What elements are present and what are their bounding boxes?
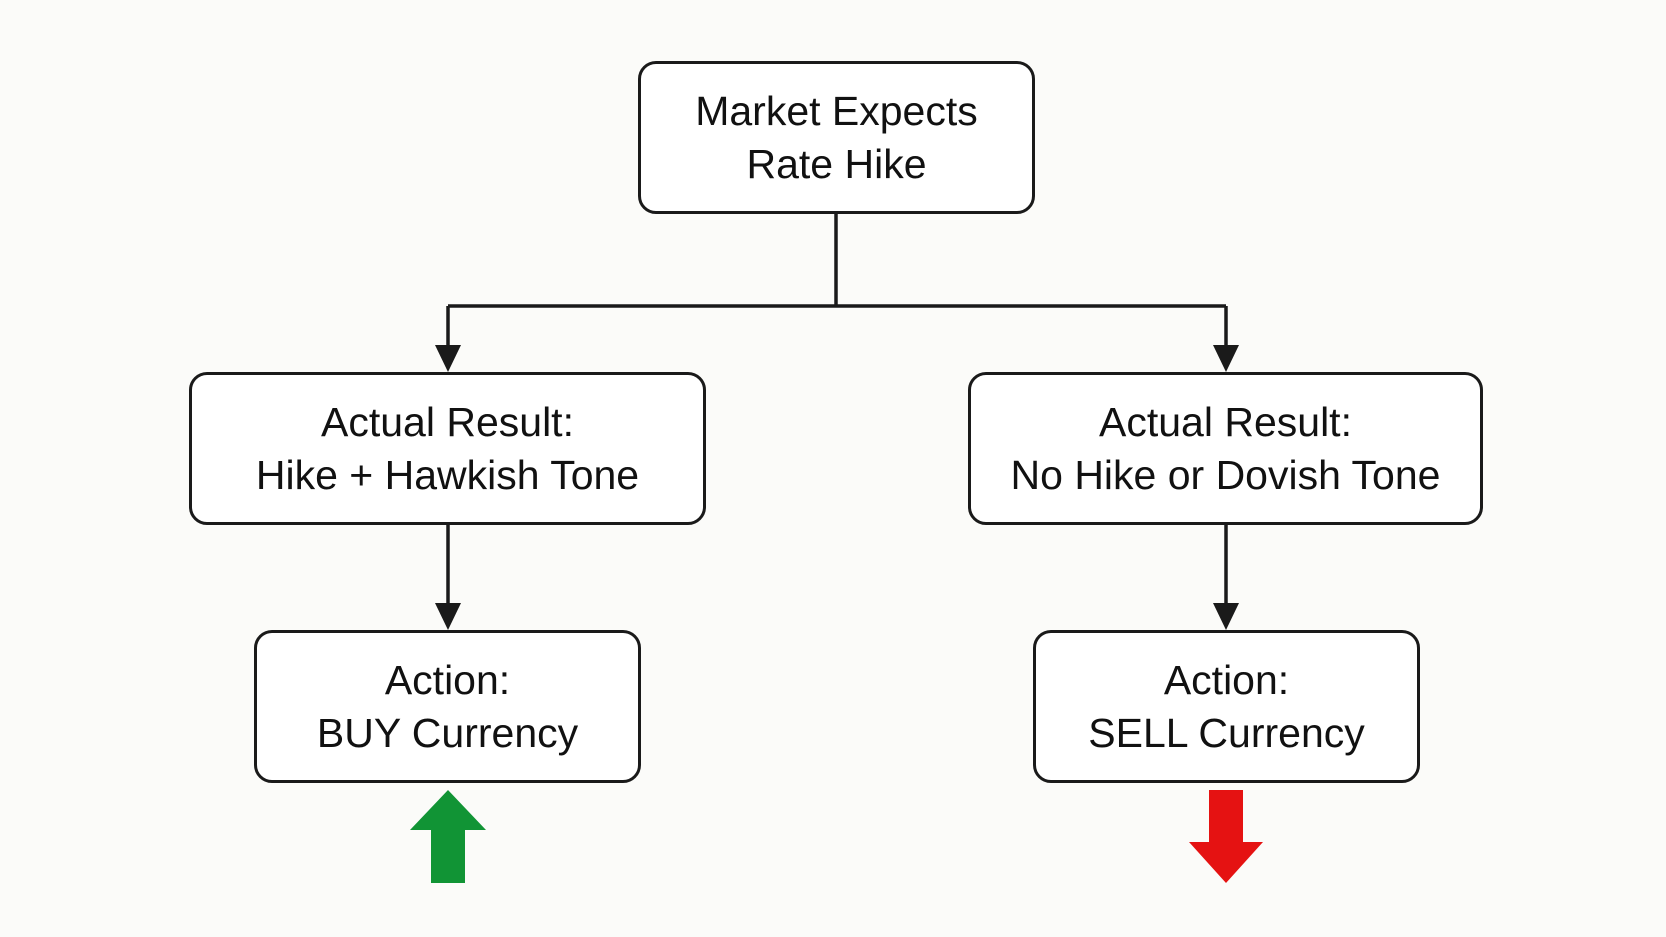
dovish-result-line2: No Hike or Dovish Tone — [1010, 451, 1441, 498]
arrowhead-buy-action — [435, 603, 461, 630]
down-arrow-icon — [1189, 790, 1263, 883]
market-expects-box: Market Expects Rate Hike — [638, 61, 1035, 214]
hawkish-result-line1: Actual Result: — [321, 398, 574, 445]
dovish-result-line1: Actual Result: — [1099, 398, 1352, 445]
arrowhead-left-result — [435, 345, 461, 372]
dovish-result-box: Actual Result: No Hike or Dovish Tone — [968, 372, 1483, 525]
market-expects-line1: Market Expects — [695, 87, 978, 134]
sell-action-line1: Action: — [1163, 656, 1290, 703]
arrowhead-sell-action — [1213, 603, 1239, 630]
buy-action-line1: Action: — [384, 656, 511, 703]
buy-action-box: Action: BUY Currency — [254, 630, 641, 783]
arrowhead-right-result — [1213, 345, 1239, 372]
buy-action-line2: BUY Currency — [316, 709, 579, 756]
market-expects-line2: Rate Hike — [746, 140, 927, 187]
hawkish-result-line2: Hike + Hawkish Tone — [255, 451, 640, 498]
hawkish-result-box: Actual Result: Hike + Hawkish Tone — [189, 372, 706, 525]
sell-action-line2: SELL Currency — [1088, 709, 1365, 756]
up-arrow-icon — [410, 790, 486, 883]
sell-action-box: Action: SELL Currency — [1033, 630, 1420, 783]
